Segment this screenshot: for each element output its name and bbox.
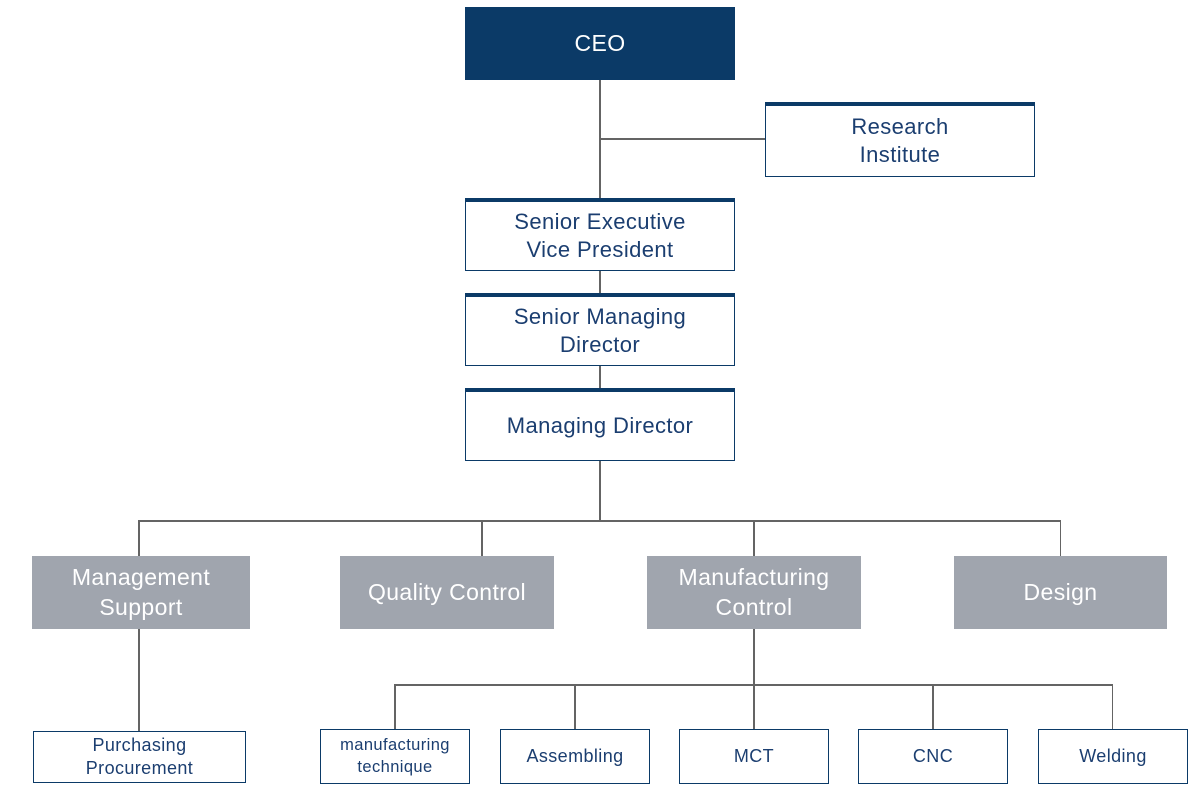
connector-drop-assembling xyxy=(574,684,576,729)
node-senior-managing-director: Senior Managing Director xyxy=(465,293,735,366)
node-ceo: CEO xyxy=(465,7,735,80)
node-mct: MCT xyxy=(679,729,829,784)
node-senior-executive-vice-president: Senior Executive Vice President xyxy=(465,198,735,271)
connector-drop-management-support xyxy=(138,520,140,556)
connector-drop-cnc xyxy=(932,684,934,729)
node-welding: Welding xyxy=(1038,729,1188,784)
node-manufacturing-technique: manufacturing technique xyxy=(320,729,470,784)
connector-smd-md xyxy=(599,366,601,388)
connector-sevp-smd xyxy=(599,271,601,293)
node-manufacturing-control: Manufacturing Control xyxy=(647,556,861,629)
connector-drop-design xyxy=(1059,520,1061,556)
connector-mc-down xyxy=(753,629,755,685)
node-quality-control: Quality Control xyxy=(340,556,554,629)
connector-drop-manufacturing-control xyxy=(753,520,755,556)
connector-departments-rail xyxy=(138,520,1061,522)
node-design: Design xyxy=(954,556,1167,629)
connector-drop-welding xyxy=(1111,684,1113,729)
connector-research-branch xyxy=(600,138,765,140)
connector-ms-purchasing xyxy=(138,629,140,731)
connector-drop-manufacturing-technique xyxy=(394,684,396,729)
node-purchasing-procurement: Purchasing Procurement xyxy=(33,731,246,783)
connector-drop-mct xyxy=(753,684,755,729)
node-research-institute: Research Institute xyxy=(765,102,1035,177)
connector-ceo-down xyxy=(599,80,601,198)
connector-drop-quality-control xyxy=(481,520,483,556)
node-assembling: Assembling xyxy=(500,729,650,784)
node-managing-director: Managing Director xyxy=(465,388,735,461)
node-management-support: Management Support xyxy=(32,556,250,629)
node-cnc: CNC xyxy=(858,729,1008,784)
connector-md-down xyxy=(599,461,601,521)
